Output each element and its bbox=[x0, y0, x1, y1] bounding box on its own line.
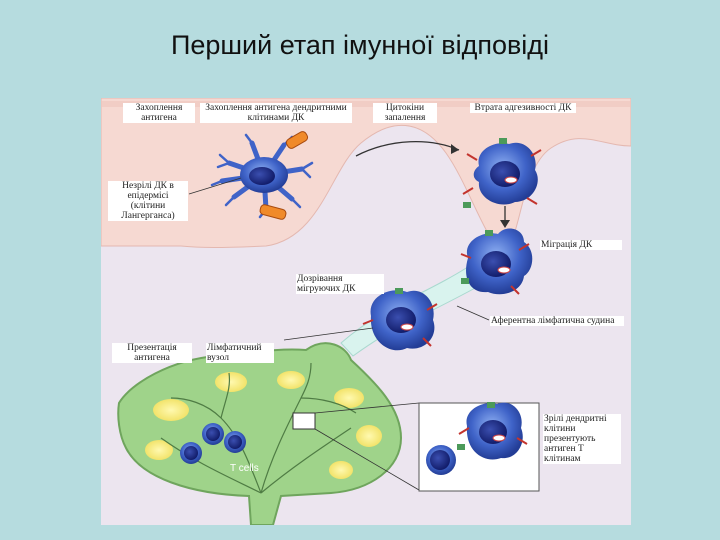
label-antigen-presentation: Презентація антигена bbox=[112, 343, 192, 363]
inset-pointer-bottom bbox=[314, 428, 420, 491]
label-lymph-node: Лімфатичний вузол bbox=[206, 343, 274, 363]
pointer-line bbox=[283, 327, 374, 341]
maturing-dendritic-cell bbox=[370, 290, 435, 351]
label-cytokines: Цитокіни запалення bbox=[373, 103, 437, 123]
arrowhead bbox=[500, 220, 510, 228]
antigen-markers bbox=[395, 138, 507, 450]
epidermis-layer bbox=[101, 98, 631, 250]
label-dc-maturation: Дозрівання мігруючих ДК bbox=[296, 274, 384, 294]
label-adhesion-loss: Втрата адгезивності ДК bbox=[470, 103, 576, 113]
label-t-cells: T cells bbox=[230, 463, 259, 474]
diagram-figure bbox=[101, 98, 631, 525]
diagram-canvas bbox=[101, 98, 631, 525]
label-mature-dc: Зрілі дендритні клітини презентують анти… bbox=[543, 414, 621, 464]
pointer-line bbox=[188, 177, 242, 195]
label-afferent-vessel: Аферентна лімфатична судина bbox=[490, 316, 624, 326]
antigen-particle bbox=[259, 204, 287, 220]
t-cell bbox=[224, 431, 246, 453]
label-dc-migration: Міграція ДК bbox=[540, 240, 622, 250]
slide-title: Перший етап імунної відповіді bbox=[170, 30, 550, 60]
migrating-dendritic-cell bbox=[466, 228, 533, 295]
receptor-markers bbox=[362, 149, 542, 445]
inset-marker bbox=[292, 412, 316, 430]
label-dc-antigen-capture: Захоплення антигена дендритними клітинам… bbox=[200, 103, 352, 123]
antigen-particle bbox=[285, 131, 309, 149]
dendritic-cell-adhesion-loss bbox=[473, 142, 538, 205]
inset-pointer-top bbox=[314, 402, 420, 414]
arrowhead bbox=[451, 144, 459, 154]
arrow-to-adhesion-loss bbox=[355, 140, 460, 157]
t-cell bbox=[180, 442, 202, 464]
t-cell bbox=[202, 423, 224, 445]
label-immature-dc: Незрілі ДК в епідермісі (клітини Лангерг… bbox=[108, 181, 188, 221]
mature-dendritic-cell bbox=[466, 402, 523, 460]
t-cell bbox=[426, 445, 456, 475]
pointer-line bbox=[456, 305, 490, 321]
lymph-node bbox=[117, 342, 403, 525]
immature-dendritic-cell bbox=[210, 133, 314, 219]
label-antigen-capture: Захоплення антигена bbox=[123, 103, 195, 123]
